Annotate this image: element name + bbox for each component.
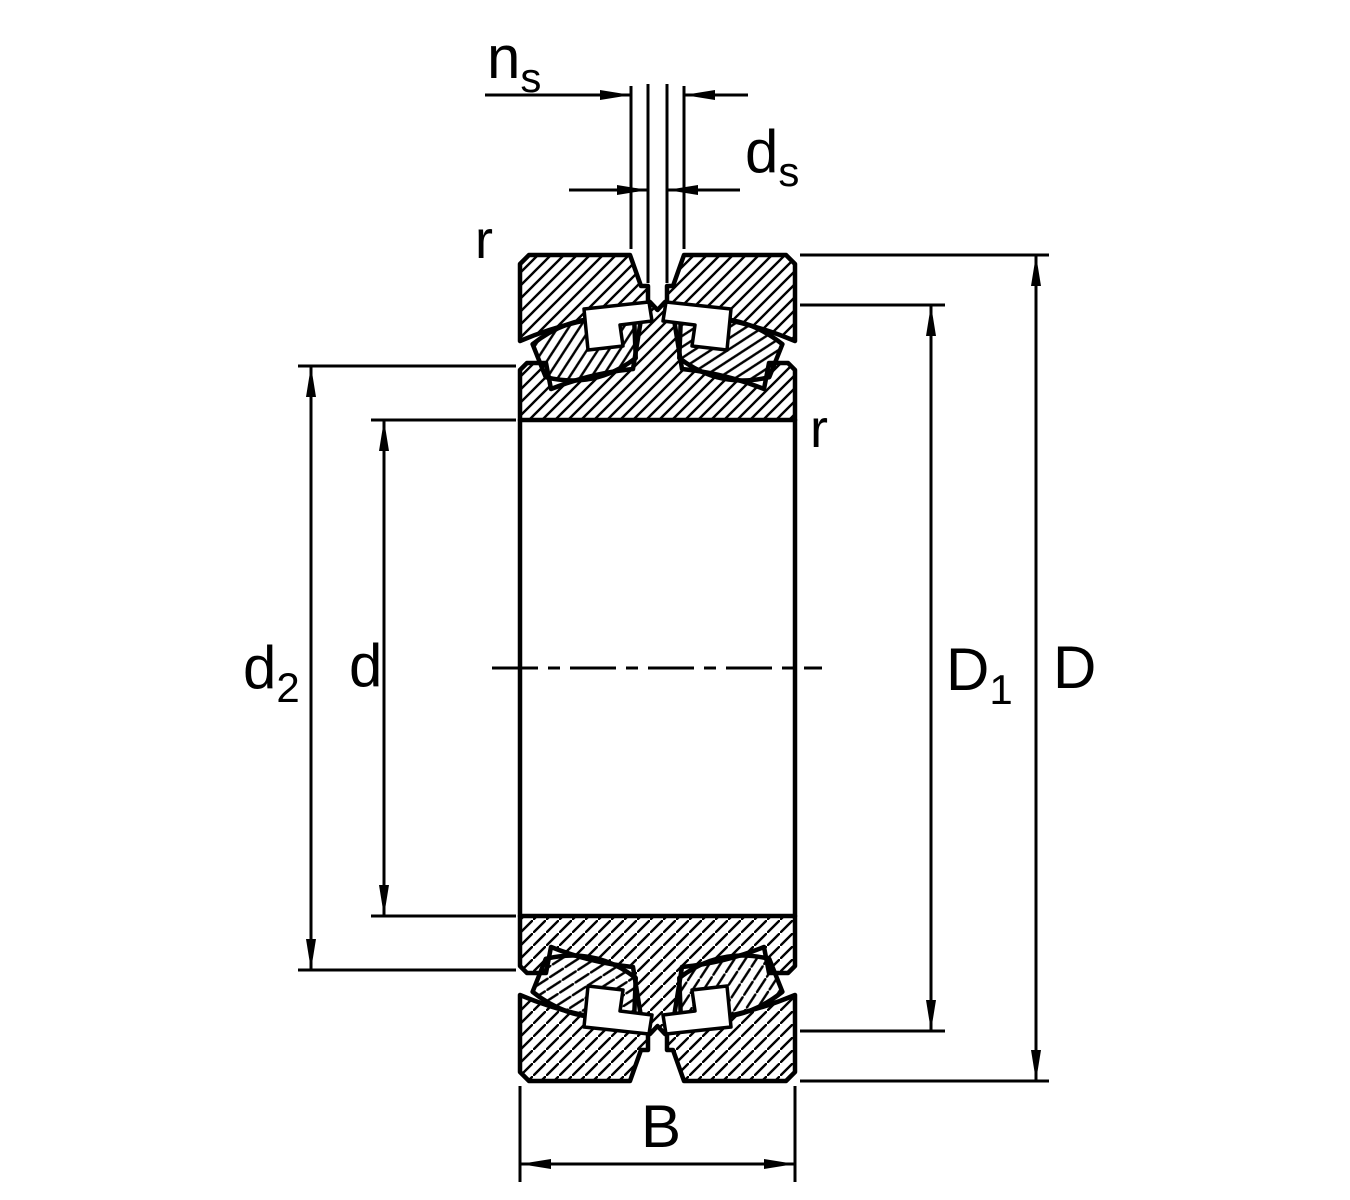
label-D1-sub: 1 xyxy=(989,666,1012,713)
dimension-labels: ns ds r r d2 d D1 D B xyxy=(243,24,1096,1160)
inner-ring-section xyxy=(517,299,798,423)
bearing-geometry xyxy=(517,252,798,1081)
label-ds-base: d xyxy=(745,118,778,185)
label-ds: ds xyxy=(745,118,799,195)
label-d: d xyxy=(349,632,382,699)
label-D: D xyxy=(1053,634,1096,701)
extension-lines xyxy=(298,84,1049,1182)
bearing-upper-half xyxy=(517,252,798,423)
dimension-lines xyxy=(306,90,1041,1169)
label-d2-base: d xyxy=(243,634,276,701)
label-ns-base: n xyxy=(487,24,520,91)
label-B: B xyxy=(641,1093,681,1160)
cage-section-right xyxy=(661,300,733,352)
cage-section-left xyxy=(582,300,654,352)
label-d2: d2 xyxy=(243,634,300,711)
label-r-inner: r xyxy=(810,399,828,459)
label-ns-sub: s xyxy=(520,54,541,101)
label-D1-base: D xyxy=(946,636,989,703)
label-r-outer: r xyxy=(475,210,493,270)
label-ns: ns xyxy=(487,24,541,101)
label-d2-sub: 2 xyxy=(276,664,299,711)
label-D1: D1 xyxy=(946,636,1013,713)
label-ds-sub: s xyxy=(778,148,799,195)
